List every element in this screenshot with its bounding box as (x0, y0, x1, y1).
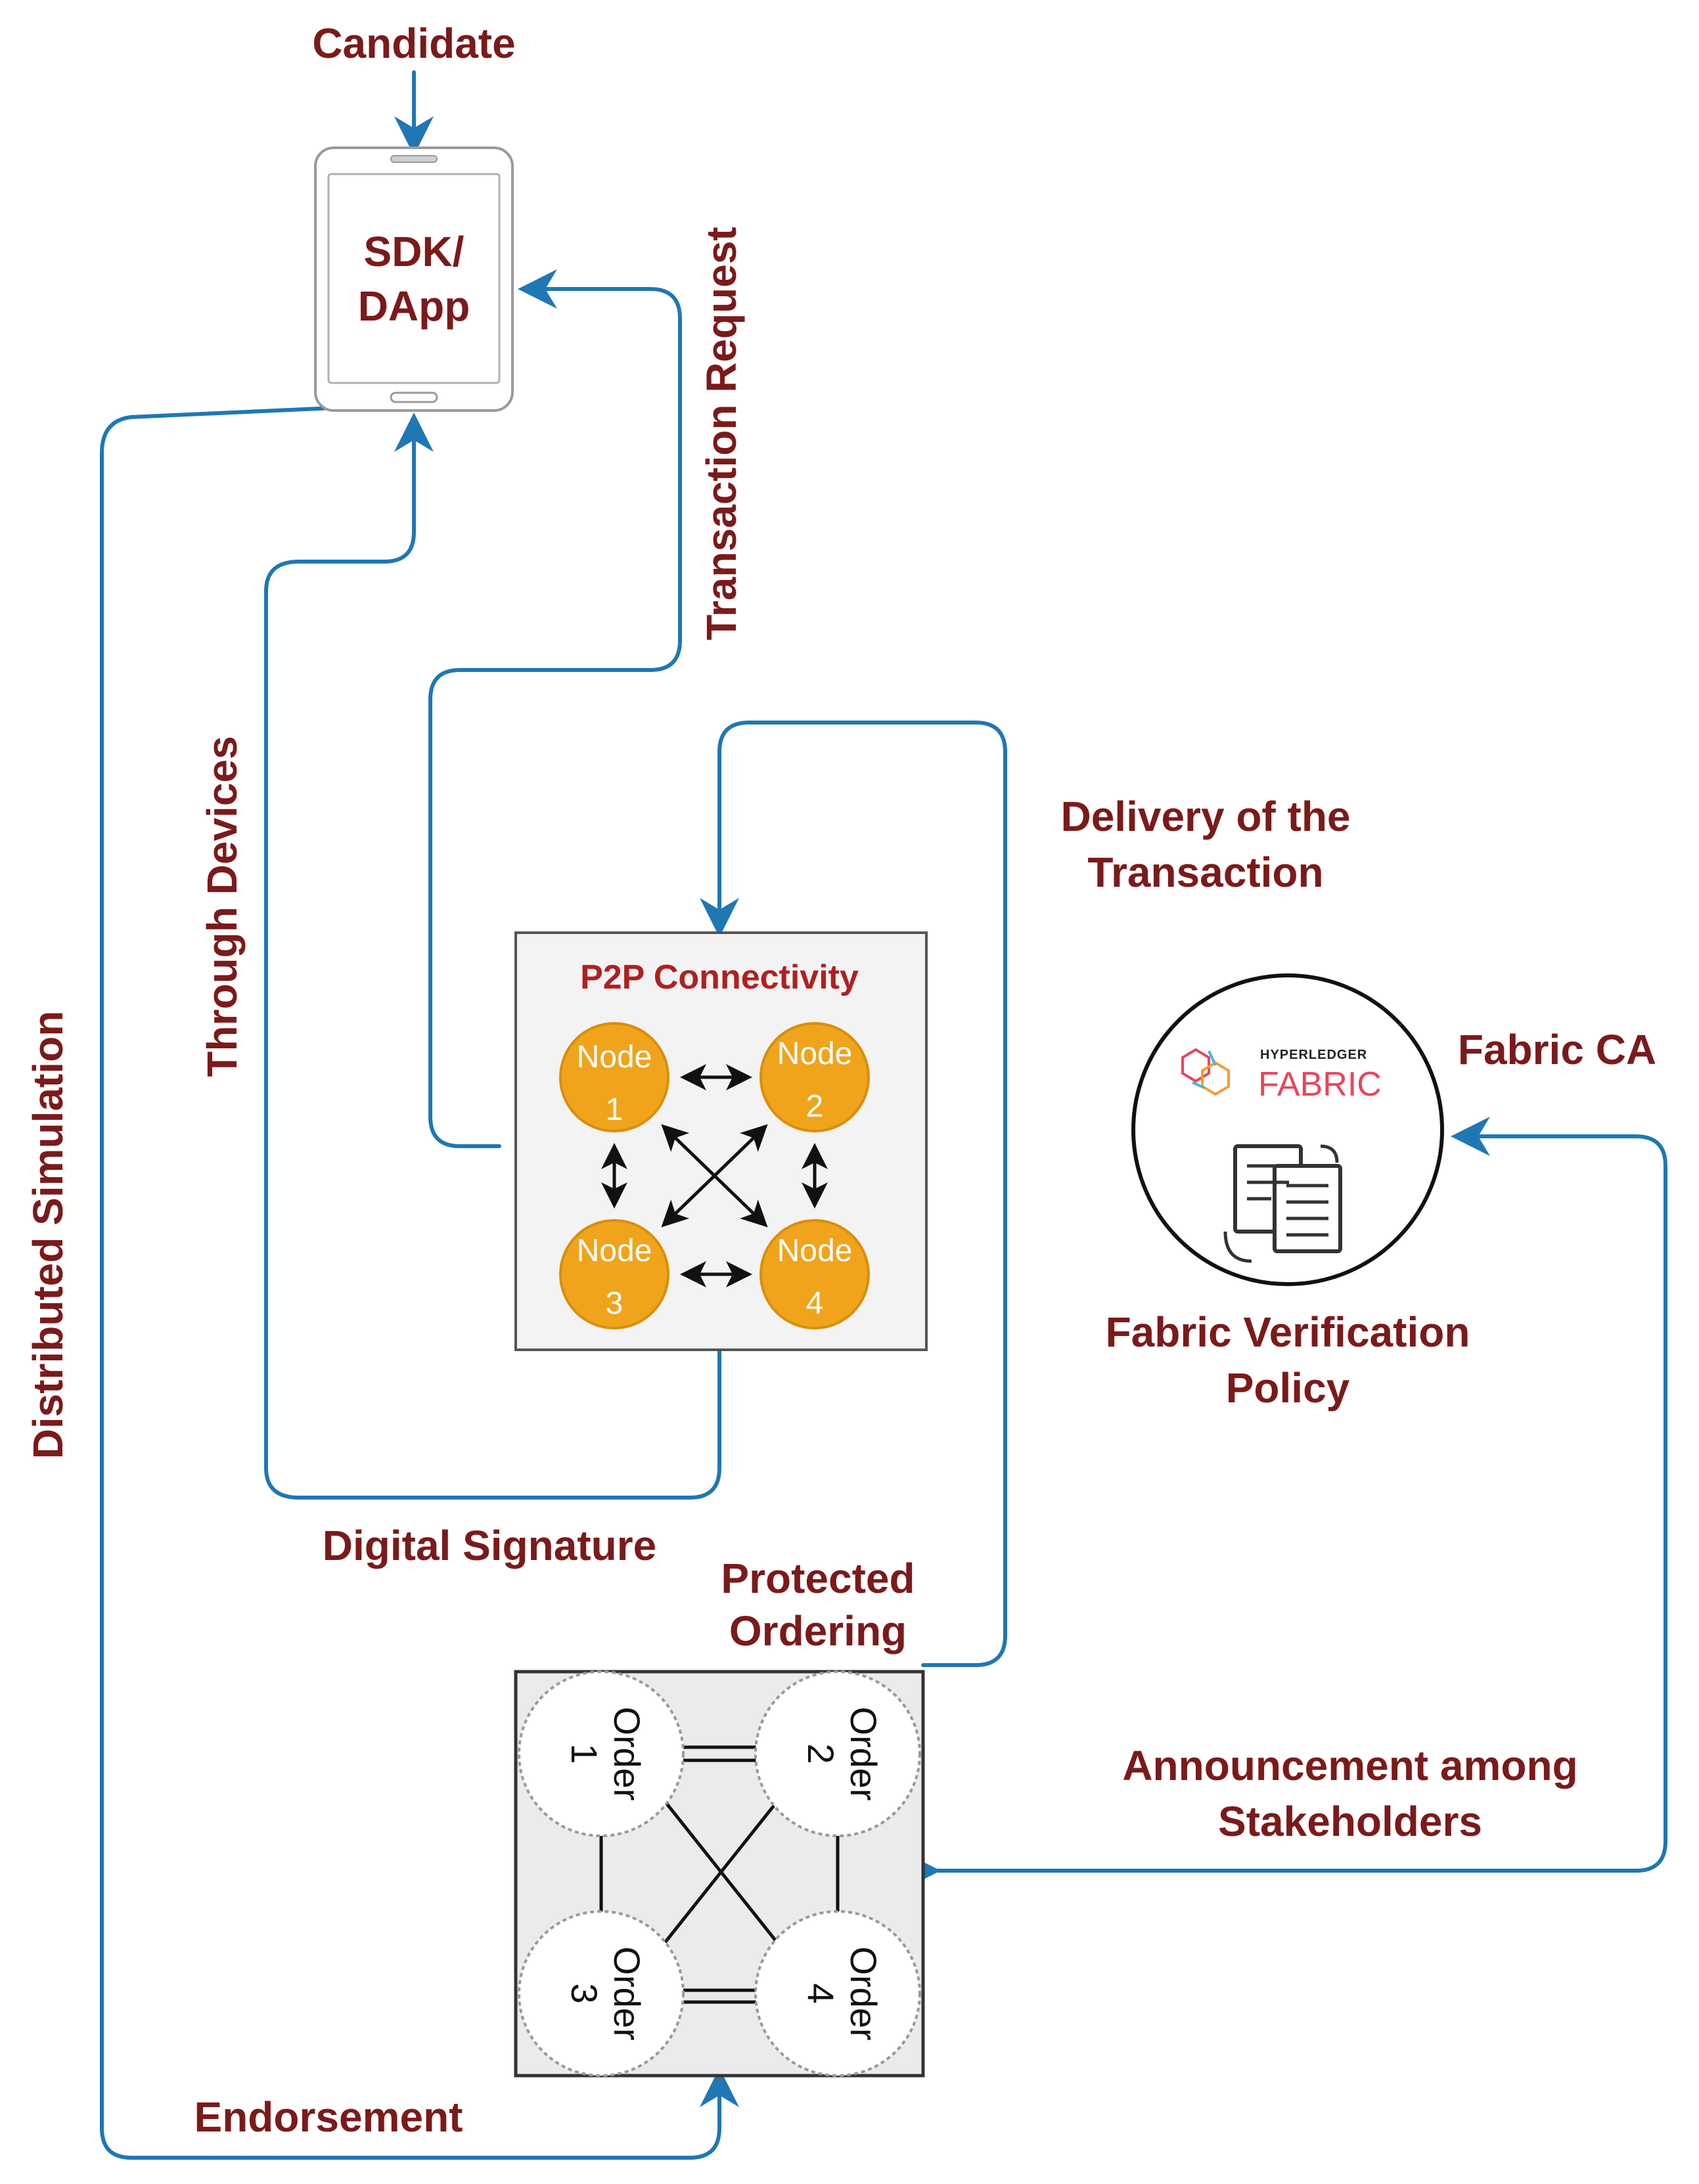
link-node2-node3 (661, 1124, 768, 1228)
announcement-label-line2: Stakeholders (1218, 1798, 1482, 1845)
distributed-simulation-label: Distributed Simulation (24, 1011, 72, 1460)
node-1-number: 1 (606, 1092, 623, 1127)
node-2-label: Node (777, 1036, 853, 1071)
node-3-label: Node (577, 1234, 652, 1268)
through-devices-label: Through Devices (198, 736, 246, 1077)
order-1-label: Order (606, 1706, 648, 1800)
candidate-label: Candidate (312, 20, 515, 67)
delivery-label-line1: Delivery of the (1060, 793, 1350, 840)
node-2: Node 2 (759, 1022, 870, 1132)
link-order2-order3 (662, 1798, 780, 1946)
order-3-label: Order (606, 1946, 648, 2040)
order-4-label: Order (843, 1946, 884, 2040)
order-2: Order 2 (754, 1670, 921, 1837)
hyperledger-text: HYPERLEDGER (1260, 1048, 1367, 1062)
node-4: Node 4 (759, 1219, 870, 1329)
sdk-label-line1: SDK/ (364, 228, 464, 275)
digital-signature-connector (264, 412, 721, 1500)
documents-sync-icon (1223, 1144, 1342, 1263)
order-1: Order 1 (518, 1670, 685, 1837)
home-button-icon (390, 391, 438, 403)
announcement-label-line1: Announcement among (1122, 1742, 1577, 1789)
fabric-ca-circle: HYPERLEDGER FABRIC (1131, 973, 1444, 1286)
transaction-request-label: Transaction Request (698, 227, 745, 640)
p2p-connectivity-box: P2P Connectivity Node 1 Node 2 Node 3 (514, 931, 928, 1351)
hyperledger-logo-icon (1181, 1048, 1230, 1096)
order-3: Order 3 (518, 1910, 685, 2077)
smartphone-device: SDK/ DApp (314, 146, 514, 412)
order-2-label: Order (843, 1706, 884, 1800)
protected-ordering-line2: Ordering (729, 1607, 907, 1655)
node-3: Node 3 (559, 1219, 669, 1329)
ordering-service-box: Order 1 Order 2 Order 3 Order 4 (514, 1670, 925, 2078)
p2p-title: P2P Connectivity (580, 958, 859, 996)
verification-policy-line2: Policy (1226, 1364, 1350, 1412)
speaker-icon (390, 155, 438, 163)
digital-signature-label: Digital Signature (323, 1522, 657, 1569)
transaction-request-connector (428, 269, 682, 1148)
order-3-number: 3 (564, 1983, 605, 2003)
sdk-label-line2: DApp (358, 282, 470, 330)
announcement-connector (901, 1117, 1667, 1890)
delivery-label-line2: Transaction (1087, 849, 1323, 896)
fabric-logo-text: FABRIC (1258, 1065, 1382, 1103)
node-2-number: 2 (806, 1089, 824, 1124)
order-2-number: 2 (800, 1743, 842, 1764)
endorsement-label: Endorsement (194, 2093, 463, 2141)
node-4-label: Node (777, 1234, 853, 1268)
order-4: Order 4 (754, 1910, 921, 2077)
node-1: Node 1 (559, 1022, 669, 1132)
verification-policy-line1: Fabric Verification (1106, 1308, 1470, 1356)
protected-ordering-line1: Protected (721, 1555, 915, 1602)
endorsement-connector (100, 405, 739, 2160)
fabric-ca-label: Fabric CA (1458, 1026, 1656, 1073)
node-1-label: Node (577, 1040, 652, 1075)
node-3-number: 3 (606, 1286, 623, 1321)
order-4-number: 4 (800, 1983, 842, 2003)
node-4-number: 4 (806, 1286, 824, 1321)
order-1-number: 1 (564, 1743, 605, 1764)
